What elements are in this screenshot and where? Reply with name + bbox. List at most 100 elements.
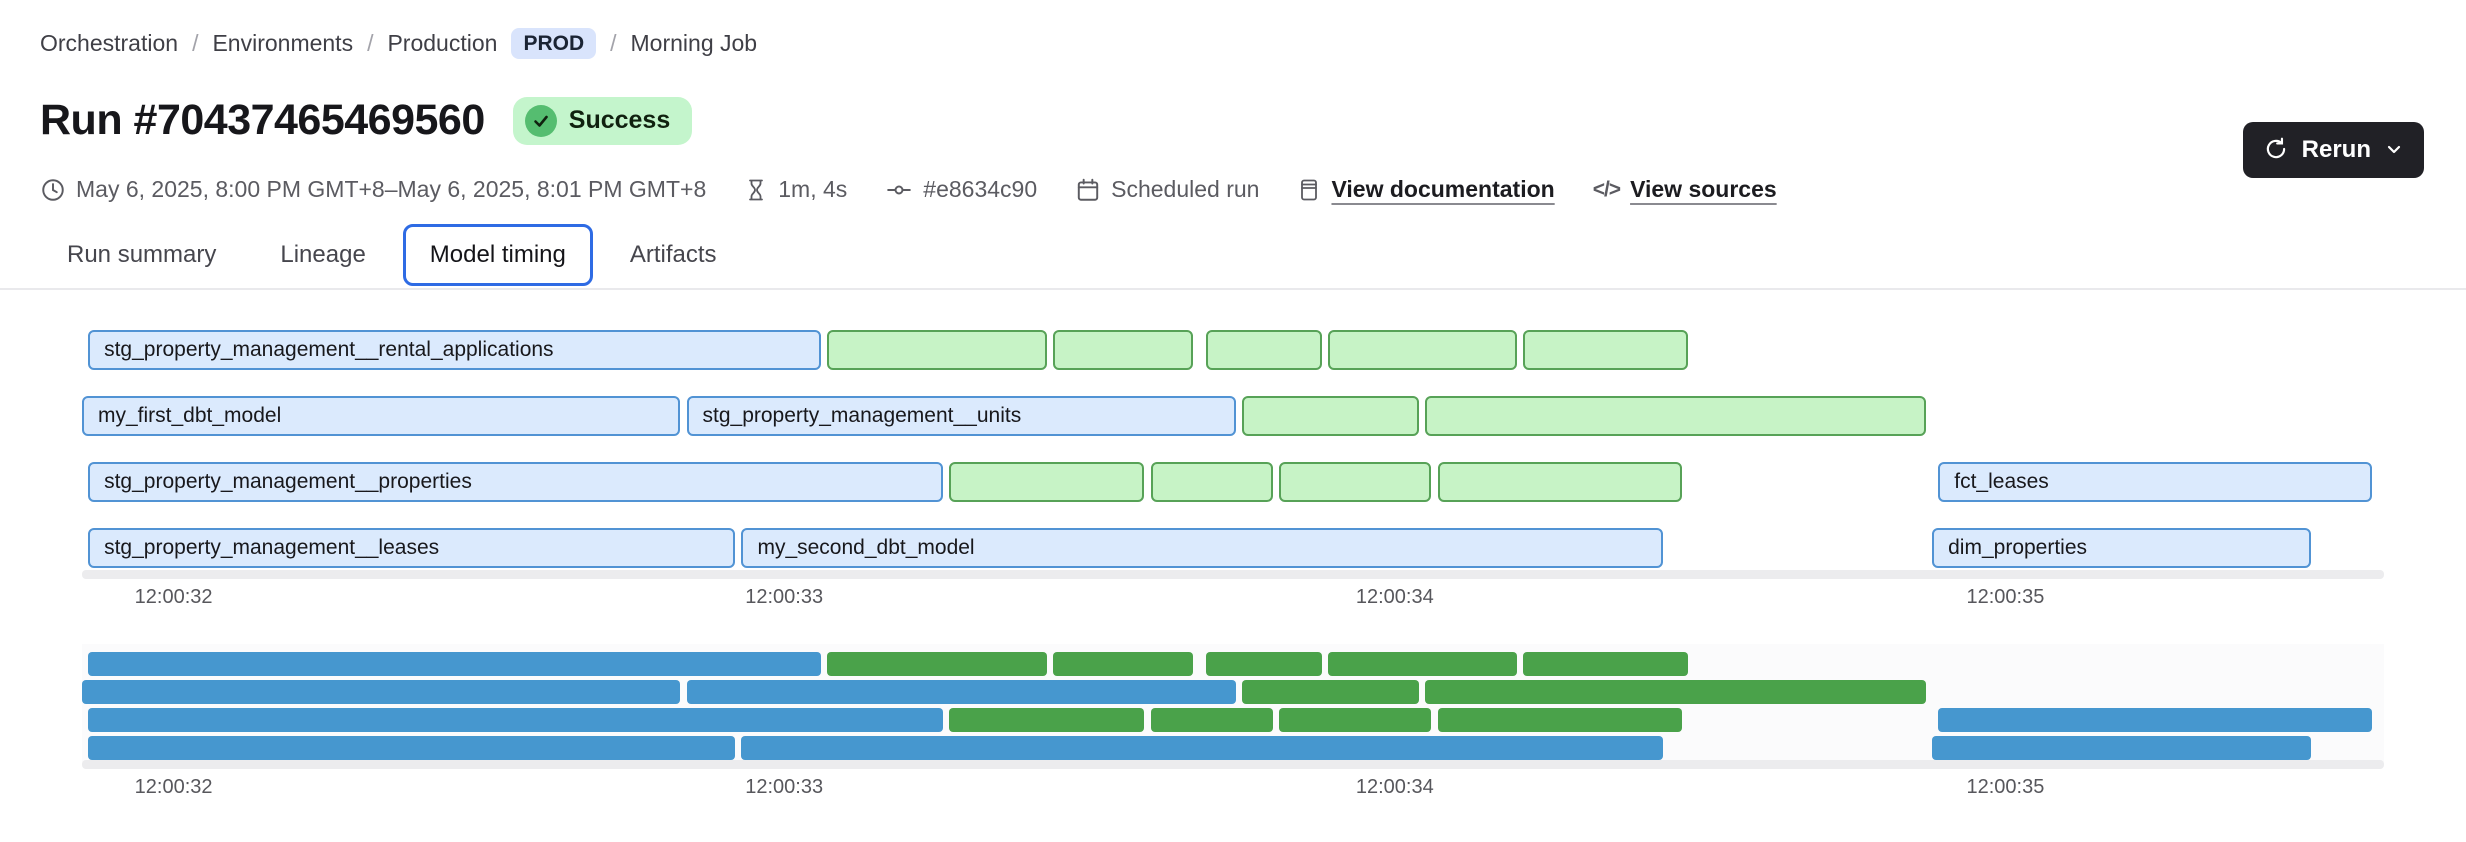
gantt-row: stg_property_management__leases my_second… — [82, 528, 2384, 568]
status-label: Success — [568, 106, 671, 134]
gantt-bar[interactable]: my_first_dbt_model — [82, 396, 681, 436]
gantt-axis-label: 12:00:35 — [1966, 586, 2045, 608]
minimap-bar[interactable] — [88, 708, 943, 732]
minimap-bar[interactable] — [88, 736, 736, 760]
view-documentation-link[interactable]: View documentation — [1331, 176, 1555, 202]
tab-run-summary[interactable]: Run summary — [67, 241, 217, 268]
calendar-icon — [1075, 177, 1101, 203]
gantt-row: stg_property_management__rental_applicat… — [82, 330, 2384, 370]
gantt-row: my_first_dbt_model stg_property_managemen… — [82, 396, 2384, 436]
run-meta-row: May 6, 2025, 8:00 PM GMT+8–May 6, 2025, … — [40, 176, 1777, 203]
minimap-axis-label: 12:00:33 — [745, 776, 824, 798]
view-sources[interactable]: </> View sources — [1593, 176, 1777, 203]
minimap-bar[interactable] — [1242, 680, 1420, 704]
model-timing-chart: stg_property_management__rental_applicat… — [82, 310, 2384, 810]
code-icon: </> — [1592, 177, 1621, 201]
minimap-axis-label: 12:00:34 — [1355, 776, 1434, 798]
gantt-row: stg_property_management__properties fct_l… — [82, 462, 2384, 502]
minimap-bar[interactable] — [1150, 708, 1273, 732]
hourglass-icon — [744, 177, 768, 203]
gantt-bar-label: stg_property_management__rental_applicat… — [104, 338, 554, 361]
tab-model-timing[interactable]: Model timing — [402, 224, 593, 286]
run-duration: 1m, 4s — [744, 176, 847, 203]
minimap-bar[interactable] — [1523, 652, 1688, 676]
git-commit-icon — [885, 177, 913, 203]
gantt-bar-label: stg_property_management__properties — [104, 470, 472, 493]
gantt-bar-label: my_first_dbt_model — [98, 404, 282, 427]
minimap-bar[interactable] — [1278, 708, 1432, 732]
schedule-window-text: May 6, 2025, 8:00 PM GMT+8–May 6, 2025, … — [76, 176, 707, 202]
minimap-bar[interactable] — [88, 652, 821, 676]
gantt-bar-label: stg_property_management__leases — [104, 536, 440, 559]
breadcrumb-orchestration[interactable]: Orchestration — [40, 30, 179, 56]
breadcrumb-separator: / — [610, 30, 617, 56]
gantt-bar[interactable] — [1523, 330, 1688, 370]
minimap-bar[interactable] — [1205, 652, 1322, 676]
gantt-bar-label: my_second_dbt_model — [757, 536, 975, 559]
gantt-axis-label: 12:00:34 — [1355, 586, 1434, 608]
minimap-bar[interactable] — [1425, 680, 1927, 704]
gantt-bar[interactable] — [1052, 330, 1194, 370]
minimap-bar[interactable] — [826, 652, 1047, 676]
breadcrumb-separator: / — [367, 30, 374, 56]
tab-artifacts[interactable]: Artifacts — [629, 241, 717, 268]
success-check-icon — [524, 104, 557, 137]
gantt-bar[interactable]: dim_properties — [1932, 528, 2311, 568]
gantt-bar[interactable]: my_second_dbt_model — [741, 528, 1664, 568]
minimap-bar[interactable] — [1327, 652, 1517, 676]
environment-badge: PROD — [511, 28, 597, 59]
document-icon — [1297, 177, 1321, 203]
clock-icon — [40, 177, 66, 203]
chevron-down-icon — [2384, 139, 2404, 162]
gantt-bar[interactable] — [1425, 396, 1927, 436]
run-tabs: Run summary Lineage Model timing Artifac… — [40, 224, 744, 286]
gantt-bar[interactable] — [826, 330, 1047, 370]
rerun-button[interactable]: Rerun — [2242, 122, 2424, 178]
view-sources-link[interactable]: View sources — [1630, 176, 1777, 202]
status-badge: Success — [512, 96, 693, 145]
minimap-bar[interactable] — [949, 708, 1145, 732]
run-trigger-text: Scheduled run — [1111, 176, 1260, 202]
minimap-axis-label: 12:00:35 — [1966, 776, 2045, 798]
title-row: Run #70437465469560 Success — [40, 96, 693, 145]
commit-hash-text: #e8634c90 — [923, 176, 1038, 202]
commit-hash: #e8634c90 — [885, 176, 1037, 203]
gantt-bar-label: fct_leases — [1954, 470, 2049, 493]
breadcrumb-production[interactable]: Production — [387, 30, 498, 56]
minimap-bar[interactable] — [686, 680, 1237, 704]
minimap-bar[interactable] — [741, 736, 1664, 760]
view-documentation[interactable]: View documentation — [1297, 176, 1555, 203]
gantt-bar[interactable]: stg_property_management__properties — [88, 462, 943, 502]
gantt-axis-label: 12:00:33 — [745, 586, 824, 608]
gantt-bar[interactable] — [1327, 330, 1517, 370]
minimap-bar[interactable] — [1932, 736, 2311, 760]
gantt-bar[interactable] — [949, 462, 1145, 502]
minimap-bar[interactable] — [1938, 708, 2372, 732]
minimap-bar[interactable] — [82, 680, 681, 704]
breadcrumb-separator: / — [192, 30, 199, 56]
gantt-bar[interactable] — [1205, 330, 1322, 370]
breadcrumb-environments[interactable]: Environments — [212, 30, 354, 56]
gantt-bar[interactable]: stg_property_management__units — [686, 396, 1237, 436]
run-duration-text: 1m, 4s — [778, 176, 848, 202]
gantt-bar[interactable]: stg_property_management__leases — [88, 528, 736, 568]
gantt-bar[interactable]: stg_property_management__rental_applicat… — [88, 330, 821, 370]
page-title: Run #70437465469560 — [40, 96, 485, 144]
breadcrumb-morning-job[interactable]: Morning Job — [630, 30, 758, 56]
tabs-divider — [0, 288, 2466, 290]
minimap-bar[interactable] — [1437, 708, 1682, 732]
gantt-bar-label: dim_properties — [1948, 536, 2088, 559]
gantt-bar[interactable] — [1242, 396, 1420, 436]
minimap-bar[interactable] — [1052, 652, 1194, 676]
gantt-bar[interactable] — [1150, 462, 1273, 502]
schedule-window: May 6, 2025, 8:00 PM GMT+8–May 6, 2025, … — [40, 176, 706, 203]
tab-lineage[interactable]: Lineage — [280, 241, 366, 268]
gantt-bar[interactable] — [1278, 462, 1432, 502]
rerun-label: Rerun — [2301, 136, 2371, 163]
gantt-bar[interactable] — [1437, 462, 1682, 502]
gantt-bar[interactable]: fct_leases — [1938, 462, 2372, 502]
minimap-axis-track — [82, 760, 2384, 769]
